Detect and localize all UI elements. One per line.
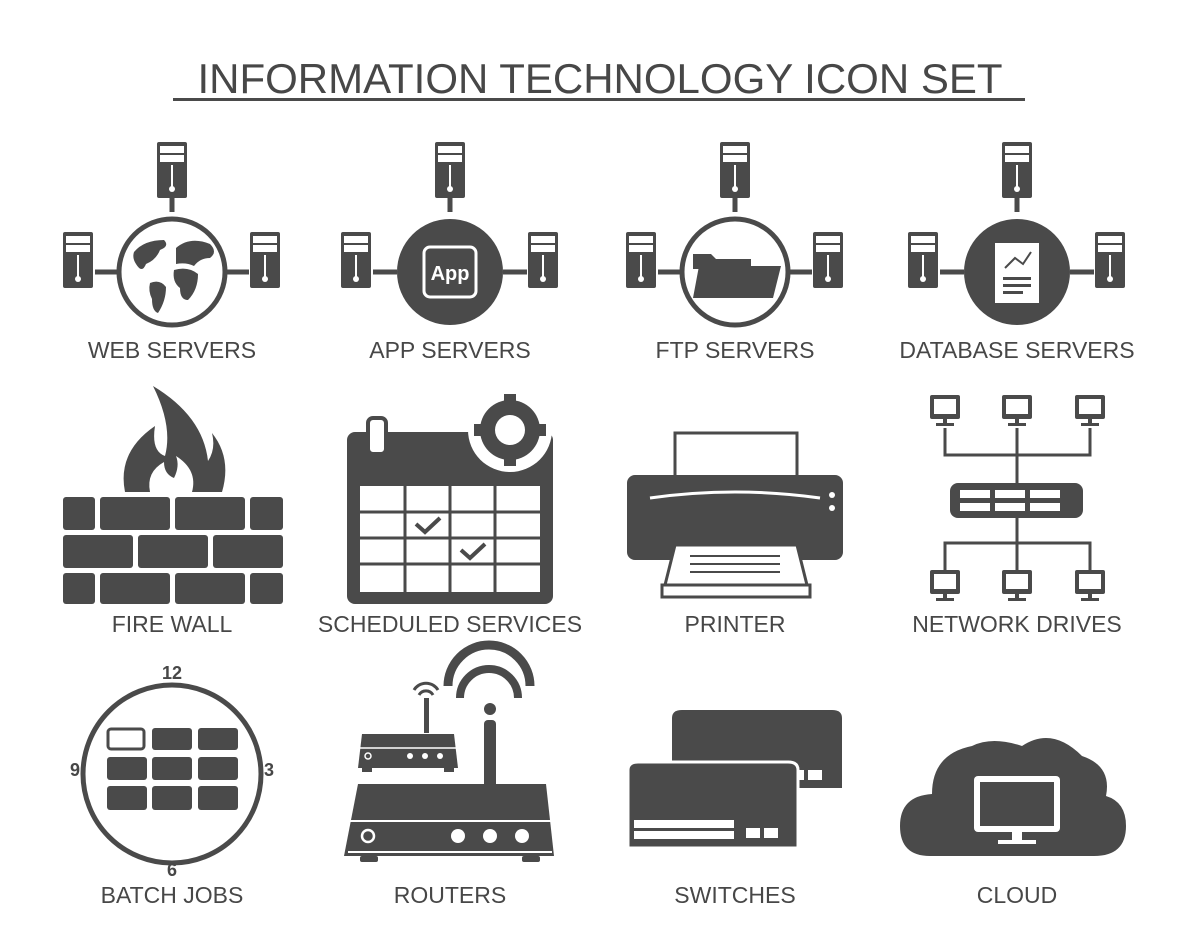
label-printer: PRINTER — [685, 611, 786, 637]
label-ftp-servers: FTP SERVERS — [656, 337, 815, 363]
label-scheduled-services: SCHEDULED SERVICES — [318, 611, 582, 637]
app-badge-text: App — [431, 263, 470, 285]
ftp-servers-icon — [626, 142, 843, 328]
clock-number-12: 12 — [162, 663, 182, 683]
label-fire-wall: FIRE WALL — [112, 611, 233, 637]
label-network-drives: NETWORK DRIVES — [912, 611, 1122, 637]
title-underline — [173, 98, 1025, 101]
label-database-servers: DATABASE SERVERS — [899, 337, 1134, 363]
page-title: INFORMATION TECHNOLOGY ICON SET — [197, 55, 1002, 102]
printer-icon — [627, 431, 843, 599]
label-web-servers: WEB SERVERS — [88, 337, 256, 363]
app-servers-icon: App — [341, 142, 558, 325]
label-cloud: CLOUD — [977, 882, 1058, 908]
label-routers: ROUTERS — [394, 882, 506, 908]
label-switches: SWITCHES — [674, 882, 795, 908]
cloud-icon — [900, 738, 1126, 856]
label-batch-jobs: BATCH JOBS — [101, 882, 244, 908]
routers-icon — [344, 640, 554, 862]
firewall-icon — [63, 386, 283, 604]
clock-number-9: 9 — [70, 760, 80, 780]
label-app-servers: APP SERVERS — [369, 337, 531, 363]
switches-icon — [626, 710, 842, 850]
web-servers-icon — [63, 142, 280, 328]
database-servers-icon — [908, 142, 1125, 325]
network-drives-icon — [930, 395, 1105, 601]
clock-number-3: 3 — [264, 760, 274, 780]
scheduled-services-icon — [347, 388, 553, 604]
clock-number-6: 6 — [167, 860, 177, 880]
batch-jobs-icon: 12 3 6 9 — [70, 663, 274, 880]
